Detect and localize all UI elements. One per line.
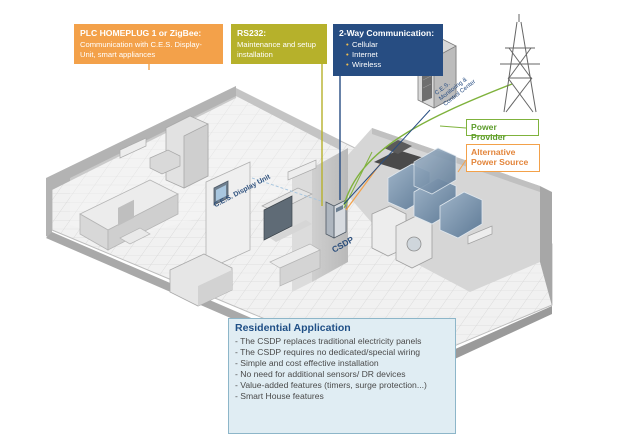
solar-panel-icon	[374, 140, 483, 239]
residential-item: - Smart House features	[235, 391, 324, 401]
alternative-power-source-label: Alternative Power Source	[466, 144, 540, 172]
rs232-callout: RS232: Maintenance and setup installatio…	[231, 24, 327, 64]
plc-callout-title: PLC HOMEPLUG 1 or ZigBee:	[80, 28, 202, 38]
two-way-item-wireless: Wireless	[346, 60, 437, 70]
power-provider-label: Power Provider	[466, 119, 539, 142]
rs232-callout-title: RS232:	[237, 28, 267, 38]
two-way-callout-list: Cellular Internet Wireless	[339, 40, 437, 70]
residential-application-list: - The CSDP replaces traditional electric…	[235, 336, 449, 402]
rs232-callout-body: Maintenance and setup installation	[237, 40, 316, 59]
csdp-device	[325, 199, 347, 239]
residential-item: - The CSDP requires no dedicated/special…	[235, 347, 421, 357]
residential-item: - Value-added features (timers, surge pr…	[235, 380, 427, 390]
plc-homeplug-callout: PLC HOMEPLUG 1 or ZigBee: Communication …	[74, 24, 223, 64]
kitchen	[79, 115, 209, 251]
two-way-item-cellular: Cellular	[346, 40, 437, 50]
two-way-communication-callout: 2-Way Communication: Cellular Internet W…	[333, 24, 443, 76]
display-unit	[205, 161, 251, 271]
residential-item: - The CSDP replaces traditional electric…	[235, 336, 422, 346]
two-way-item-internet: Internet	[346, 50, 437, 60]
plc-callout-body: Communication with C.E.S. Display-Unit, …	[80, 40, 202, 59]
transmission-tower-icon	[500, 14, 540, 113]
residential-item: - No need for additional sensors/ DR dev…	[235, 369, 406, 379]
connection-lines	[148, 64, 513, 211]
laundry-room	[371, 205, 493, 269]
residential-application-title: Residential Application	[235, 322, 351, 334]
two-way-callout-title: 2-Way Communication:	[339, 28, 435, 38]
residential-item: - Simple and cost effective installation	[235, 358, 379, 368]
residential-application-box: Residential Application - The CSDP repla…	[228, 318, 456, 434]
